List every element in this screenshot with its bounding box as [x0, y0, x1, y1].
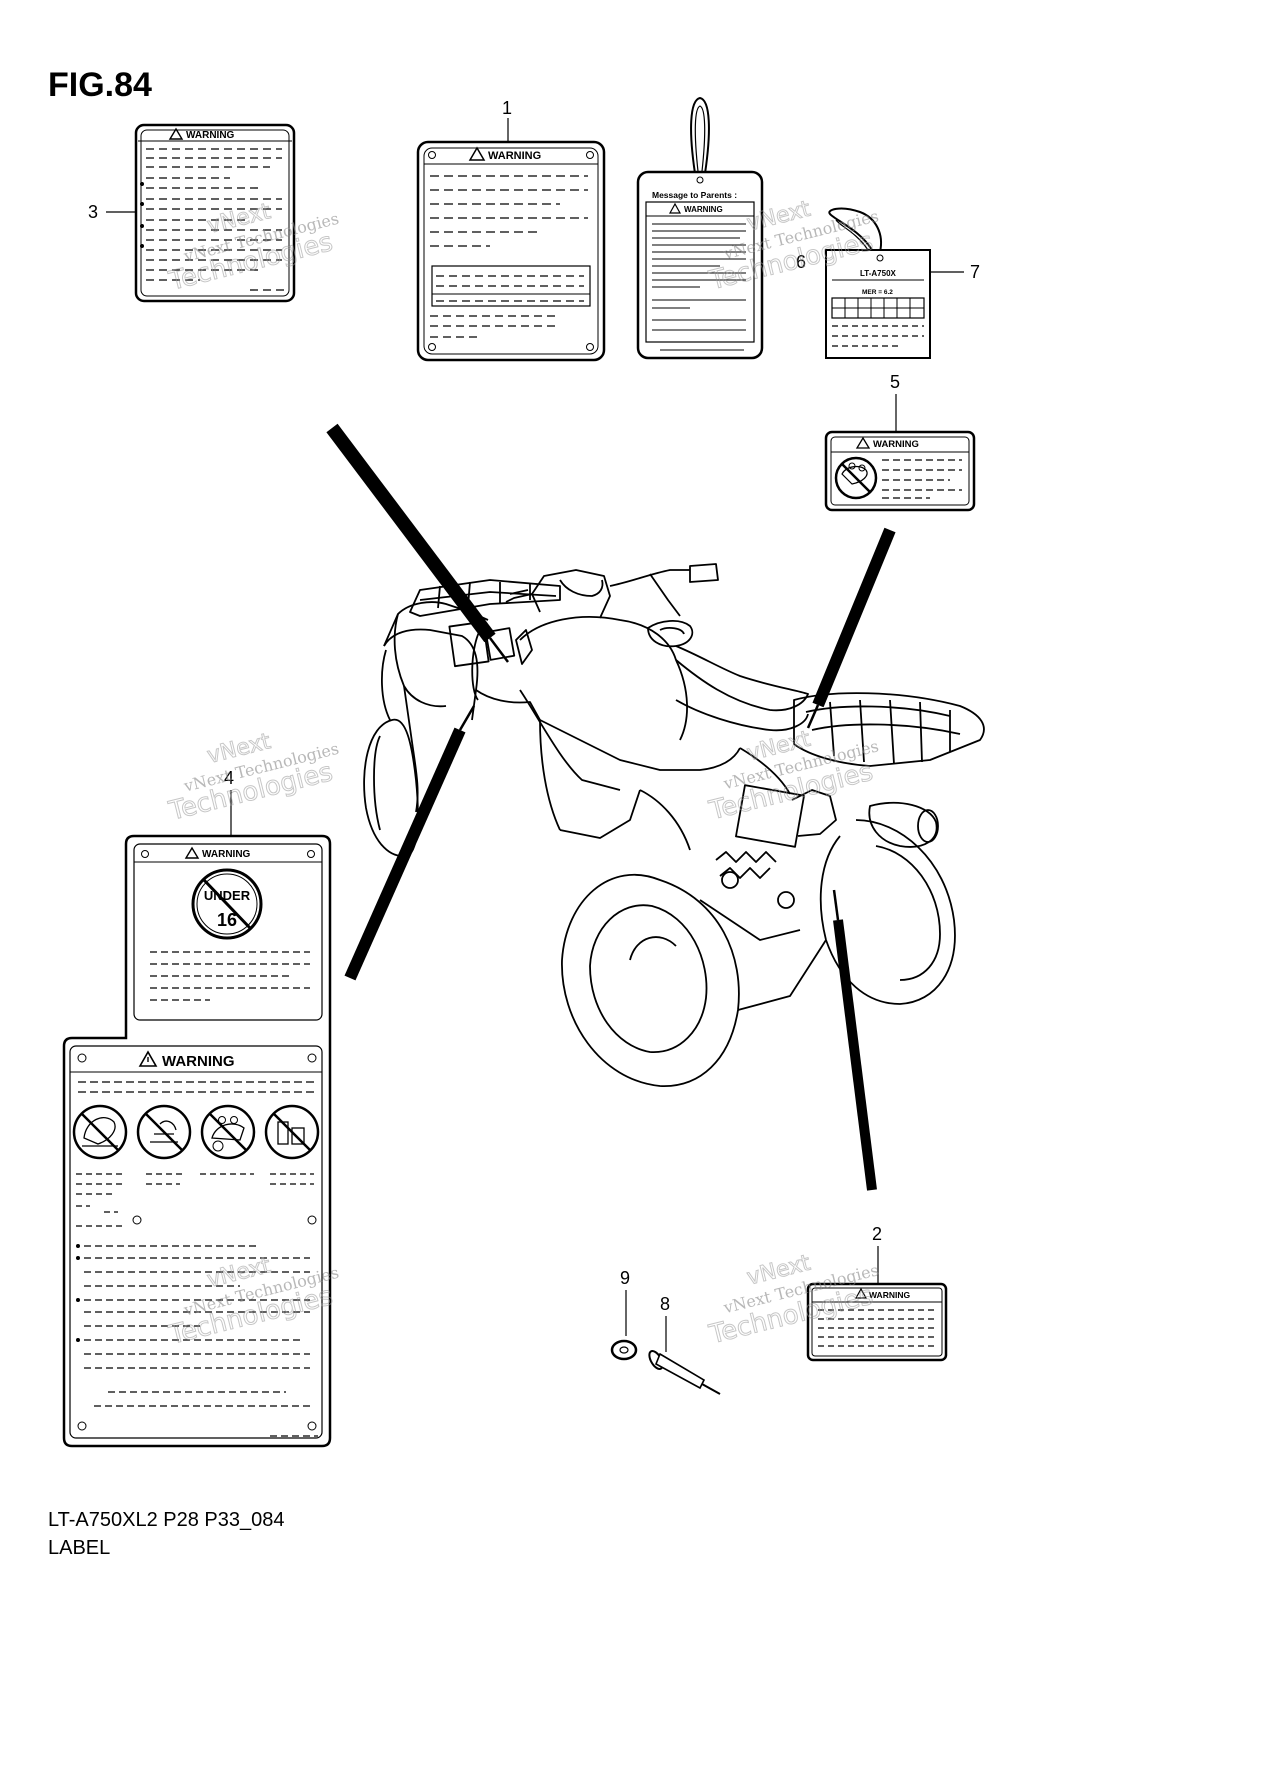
warning-triangle-icon: [668, 202, 682, 214]
callout-9-number: 9: [620, 1268, 630, 1288]
parents-heading: Message to Parents :: [652, 190, 737, 200]
callout-2-number: 2: [872, 1224, 882, 1244]
atv-illustration: [363, 563, 985, 1087]
age-symbol-top: UNDER: [204, 888, 251, 903]
warning-triangle-icon: [854, 1287, 868, 1299]
callout-9: 9: [620, 1268, 630, 1336]
warning-triangle-icon: [184, 846, 200, 859]
label-5-heading: WARNING: [873, 439, 919, 450]
warning-triangle-icon: [168, 127, 184, 140]
callout-1-number: 1: [502, 98, 512, 118]
label-4-upper-heading: WARNING: [202, 849, 251, 860]
washer-part-9[interactable]: [610, 1339, 638, 1361]
label-2-warning[interactable]: WARNING: [806, 1282, 948, 1362]
callout-6-number: 6: [796, 252, 806, 272]
label-7-model-tag[interactable]: LT-A750X MER = 6.2: [825, 207, 931, 359]
callout-4: 4: [224, 768, 234, 836]
no-alcohol-pictogram-icon: [264, 1104, 320, 1160]
label-3-warning[interactable]: WARNING: [134, 123, 296, 303]
callout-8-number: 8: [660, 1294, 670, 1314]
label-1-heading: WARNING: [488, 150, 541, 162]
no-passenger-pictogram-icon: [200, 1104, 256, 1160]
callout-6: 6: [796, 252, 806, 272]
callout-8: 8: [660, 1294, 670, 1352]
callout-5-number: 5: [890, 372, 900, 392]
label-6-heading: WARNING: [684, 205, 723, 214]
figure-title: FIG.84: [48, 66, 152, 104]
no-paved-road-pictogram-icon: [136, 1104, 192, 1160]
callout-1: 1: [502, 98, 512, 142]
no-helmet-pictogram-icon: [72, 1104, 128, 1160]
no-passenger-icon: [834, 456, 878, 500]
warning-triangle-icon: [138, 1050, 158, 1067]
callout-7-number: 7: [970, 262, 980, 282]
tag-spec: MER = 6.2: [862, 289, 893, 296]
callout-3: 3: [88, 202, 136, 222]
section-caption: LABEL: [48, 1537, 111, 1559]
label-4-warning[interactable]: WARNING UNDER 16 WARNING: [62, 834, 332, 1448]
warning-triangle-icon: [468, 146, 486, 161]
pointer-lines: [326, 423, 896, 1191]
warning-triangle-icon: [855, 436, 871, 449]
age-symbol-bottom: 16: [217, 910, 237, 930]
label-2-heading: WARNING: [869, 1290, 910, 1300]
label-6-parents-tag[interactable]: Message to Parents : WARNING: [636, 96, 764, 360]
callout-5: 5: [890, 372, 900, 432]
rivet-part-8[interactable]: [647, 1349, 721, 1395]
callout-2: 2: [872, 1224, 882, 1284]
callout-7: 7: [930, 262, 980, 282]
label-1-warning[interactable]: WARNING: [416, 140, 606, 362]
label-3-heading: WARNING: [186, 130, 235, 141]
model-code: LT-A750XL2 P28 P33_084: [48, 1509, 285, 1531]
callout-4-number: 4: [224, 768, 234, 788]
age-restriction-icon: UNDER 16: [191, 868, 263, 940]
watermark-3: vNext vNext Technologies Technologies: [165, 729, 341, 828]
callout-3-number: 3: [88, 202, 98, 222]
label-4-lower-heading: WARNING: [162, 1053, 235, 1070]
label-5-warning[interactable]: WARNING: [824, 430, 976, 512]
tag-model-code: LT-A750X: [860, 269, 897, 278]
